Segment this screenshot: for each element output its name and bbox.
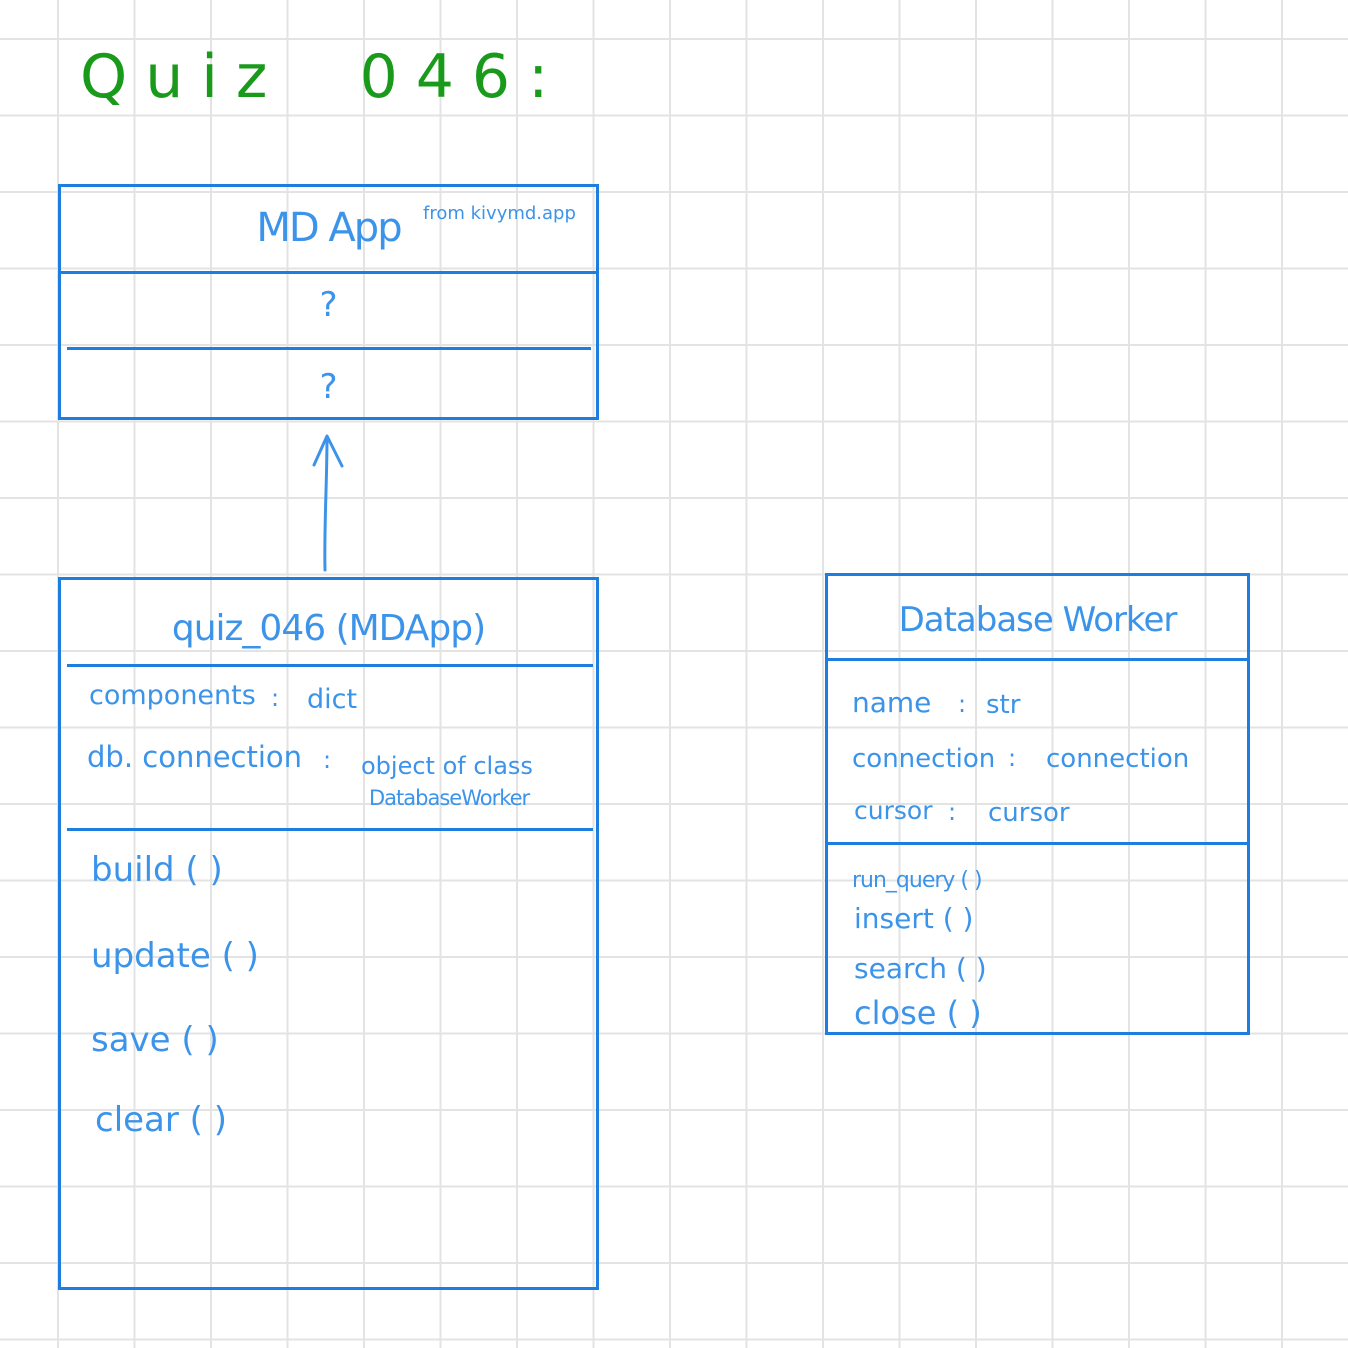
worker-attribute-separator: : [1008, 744, 1017, 772]
worker-method: run_query ( ) [852, 868, 983, 893]
mdapp-import-note: from kivymd.app [423, 203, 576, 224]
quiz-attribute-type: object of class [361, 752, 533, 780]
worker-attribute-separator: : [958, 690, 967, 718]
worker-attribute-type: connection [1046, 744, 1190, 774]
quiz-method: save ( ) [91, 1020, 219, 1060]
worker-method: close ( ) [854, 994, 982, 1032]
mdapp-class-box: MD App from kivymd.app ? ? [58, 184, 599, 420]
quiz-divider-attributes [67, 828, 593, 831]
quiz-attribute-name: components [89, 680, 256, 711]
mdapp-class-name: MD App [256, 205, 402, 251]
mdapp-divider-name [61, 271, 596, 274]
quiz-method: clear ( ) [95, 1100, 228, 1140]
worker-attribute-name: name [852, 686, 932, 719]
worker-attribute-type: str [986, 690, 1021, 720]
quiz-class-name: quiz_046 (MDApp) [171, 608, 486, 649]
quiz-method: update ( ) [91, 936, 259, 976]
mdapp-attributes-placeholder: ? [319, 285, 338, 325]
mdapp-methods-placeholder: ? [319, 367, 338, 407]
mdapp-divider-attributes [67, 347, 591, 350]
quiz-attribute-separator: : [271, 684, 280, 712]
inheritance-arrow-head [312, 434, 344, 468]
quiz-title: Quiz 046: [80, 42, 567, 112]
worker-class-name: Database Worker [898, 600, 1178, 640]
worker-divider-attributes [828, 842, 1247, 845]
worker-method: insert ( ) [854, 902, 974, 935]
worker-divider-name [828, 658, 1247, 661]
quiz-attribute-separator: : [323, 746, 332, 774]
quiz-attribute-type: dict [307, 684, 358, 715]
quiz-attribute-type-continued: DatabaseWorker [369, 786, 530, 810]
quiz-method: build ( ) [91, 850, 223, 890]
worker-class-box: Database Worker name : str connection : … [825, 573, 1250, 1035]
worker-attribute-name: cursor [854, 796, 933, 825]
quiz-attribute-name: db. connection [87, 740, 303, 774]
worker-method: search ( ) [854, 952, 987, 985]
quiz-class-box: quiz_046 (MDApp) components : dict db. c… [58, 577, 599, 1290]
quiz-divider-name [67, 664, 593, 667]
worker-attribute-type: cursor [988, 798, 1070, 828]
inheritance-arrow-shaft [323, 436, 329, 572]
worker-attribute-name: connection [852, 744, 996, 774]
worker-attribute-separator: : [948, 798, 957, 826]
